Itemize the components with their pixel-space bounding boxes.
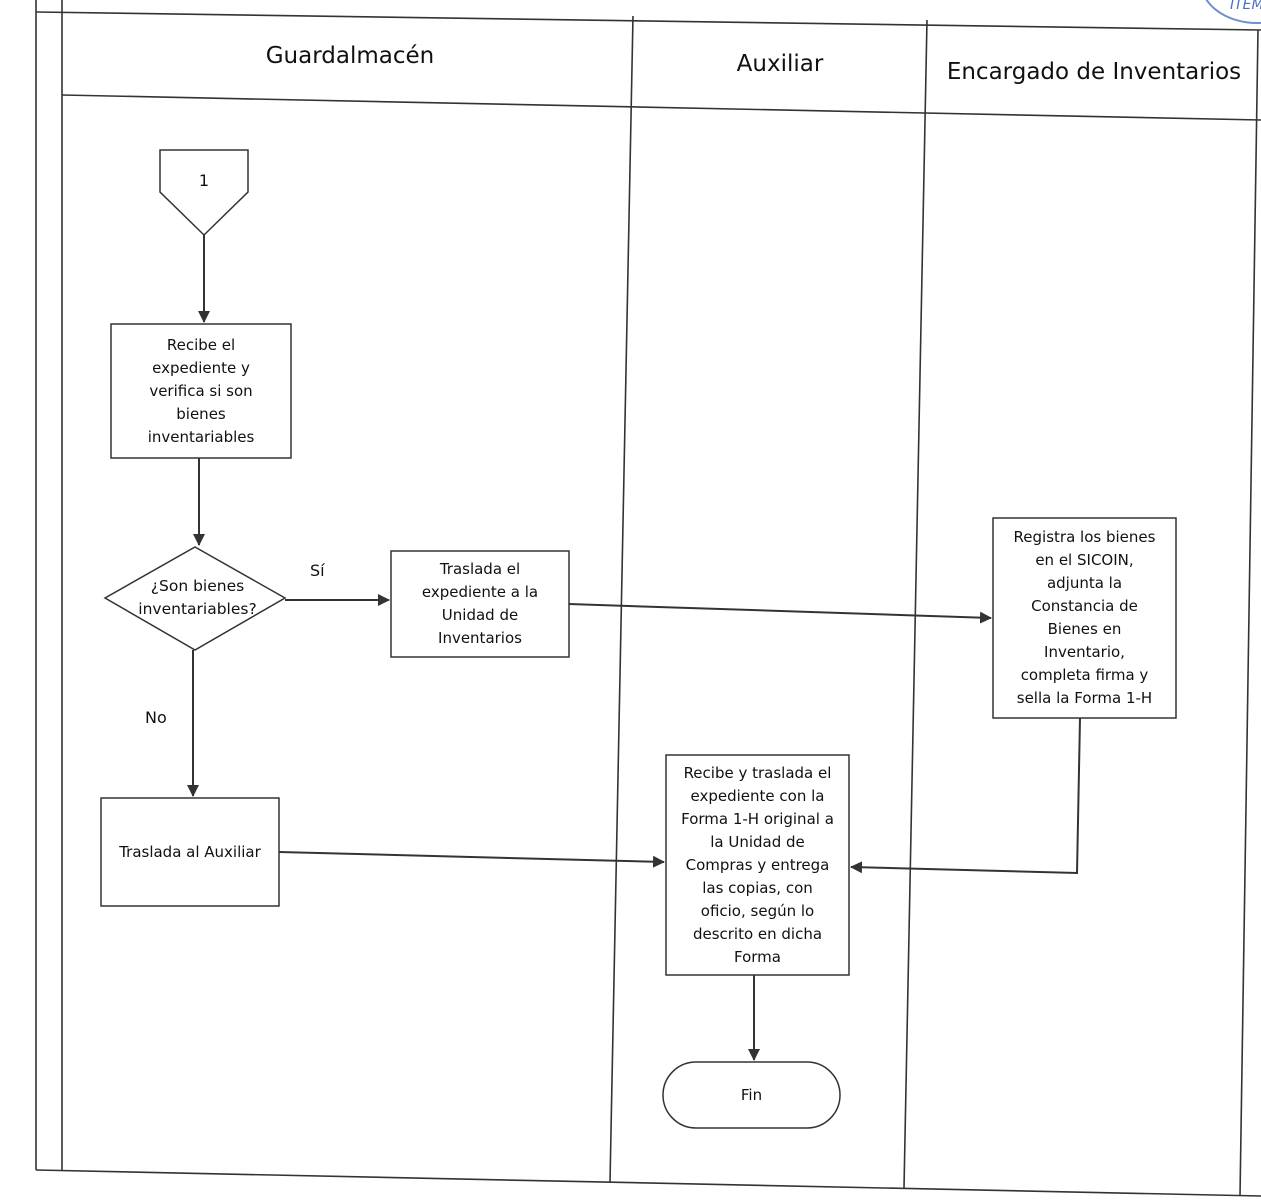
process-registra-text: Registra los bienes en el SICOIN, adjunt… [1013,528,1156,707]
edge-label-yes: Sí [310,561,325,580]
process-recibe-box [110,323,292,459]
process-traslada-unidad-text: Traslada el expediente a la Unidad de In… [421,560,539,647]
frame-right [1239,29,1259,1197]
terminator-fin-text: Fin [740,1085,763,1104]
process-traslada-unidad-box [390,550,570,658]
process-recibe-traslada-box [665,754,850,976]
terminator-fin [662,1061,841,1129]
edge-registra-to-recibe-traslada [850,717,1081,875]
process-traslada-auxiliar-text: Traslada al Auxiliar [119,842,261,861]
lane-divider-1 [609,15,634,1183]
decision-diamond [103,546,287,651]
lane-title-guardalmacen: Guardalmacén [265,43,435,69]
edge-auxiliar-to-recibe-traslada [278,851,665,868]
edge-label-no: No [145,708,167,727]
lane-title-auxiliar: Auxiliar [736,51,824,77]
connector-label: 1 [198,170,210,190]
process-recibe-traslada-text: Recibe y traslada el expediente con la F… [681,763,834,966]
process-registra-box [992,517,1177,719]
frame-top [35,11,1261,31]
frame-bottom [35,1169,1261,1197]
edge-unidad-to-registra [568,603,992,624]
frame-header-bottom [61,94,1261,121]
decision-text: ¿Son bienes inventariables? [138,577,257,618]
stamp-text: ITEM [1230,0,1261,13]
process-traslada-auxiliar-box [100,797,280,907]
lane-title-encargado: Encargado de Inventarios [946,59,1242,85]
process-recibe-text: Recibe el expediente y verifica si son b… [147,335,255,446]
lane-divider-2 [903,19,928,1189]
offpage-connector [159,149,249,237]
